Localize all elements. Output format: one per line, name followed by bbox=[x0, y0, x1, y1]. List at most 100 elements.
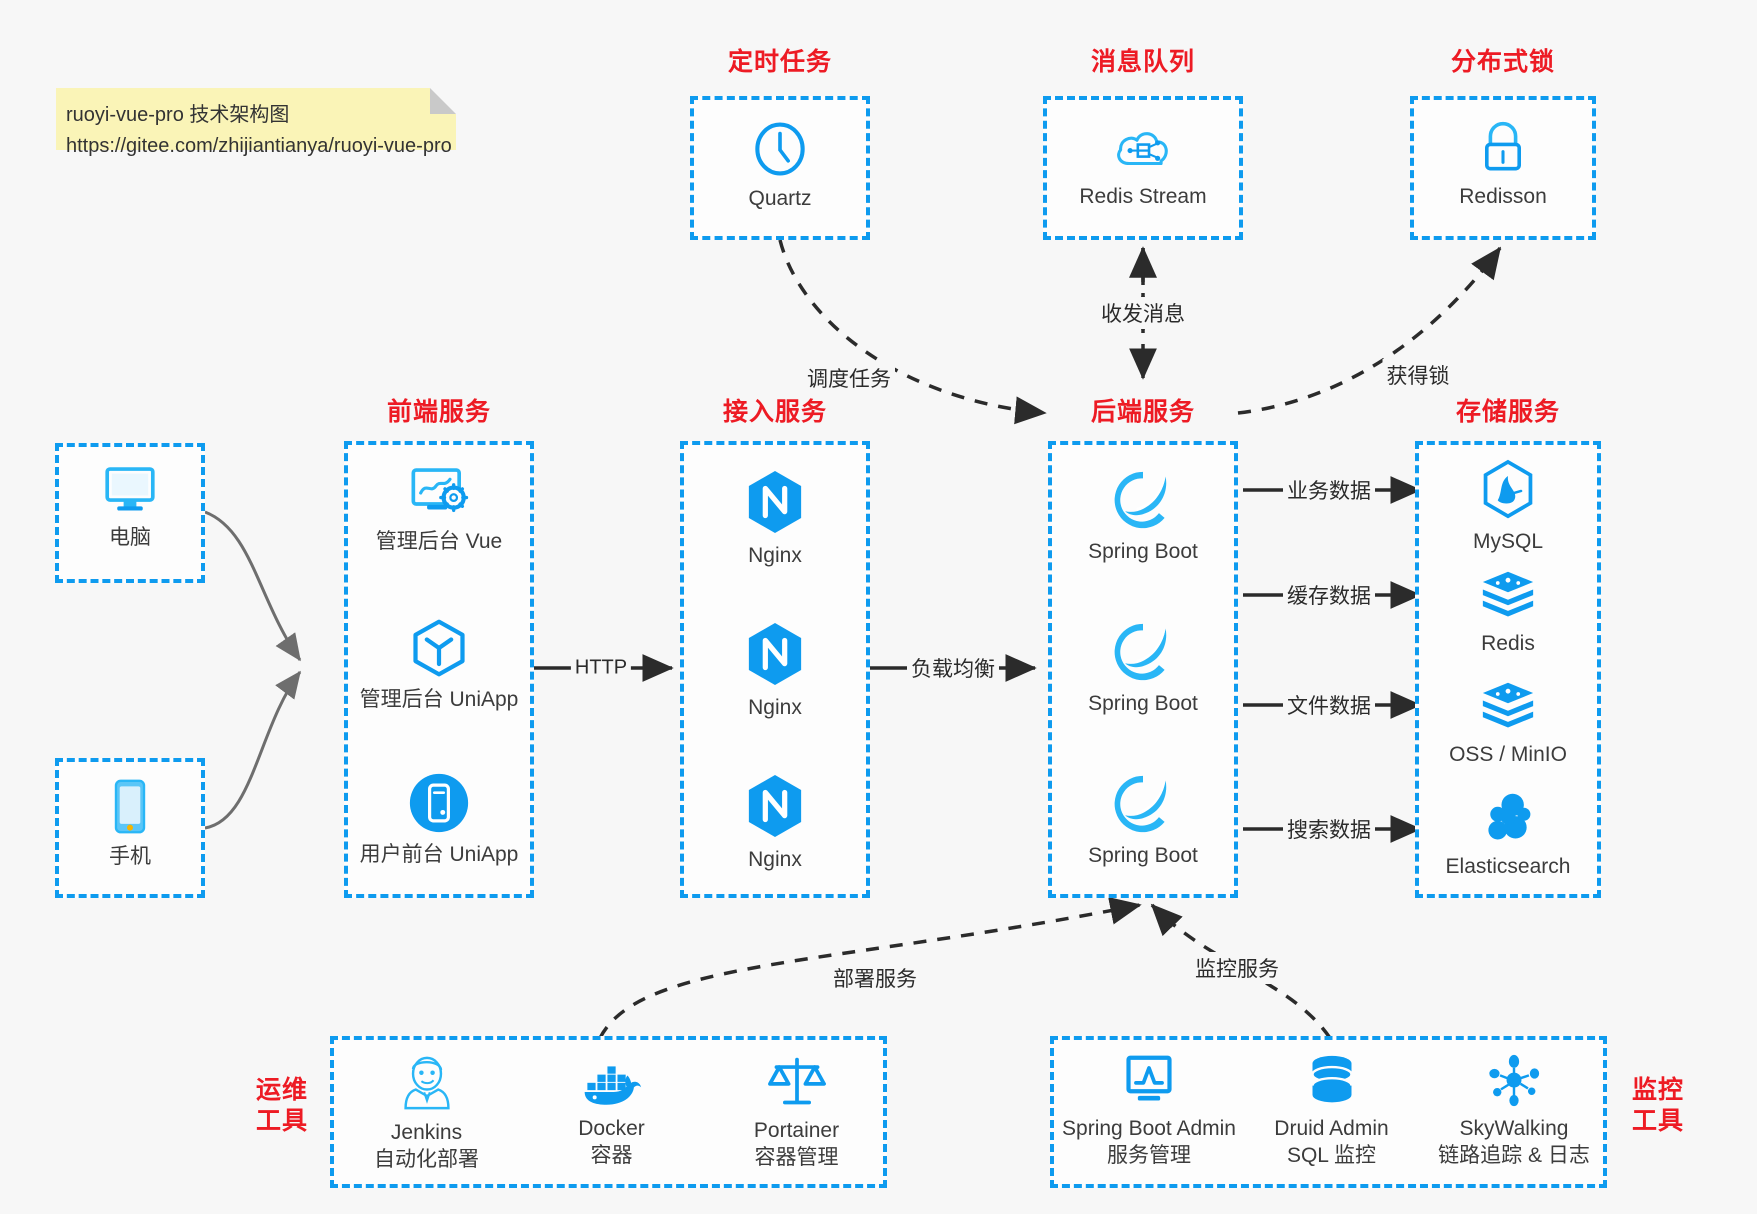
mobile-app-icon bbox=[348, 772, 530, 834]
group-title-monitoring: 监控 工具 bbox=[1628, 1075, 1688, 1136]
node-spring-boot-1[interactable]: Spring Boot bbox=[1052, 469, 1234, 565]
node-label: Spring Boot bbox=[1088, 844, 1198, 867]
elasticsearch-icon bbox=[1419, 790, 1597, 846]
edge-label-acquire-lock: 获得锁 bbox=[1382, 359, 1454, 391]
devops-title-line2: 工具 bbox=[255, 1106, 308, 1135]
node-jenkins[interactable]: Jenkins 自动化部署 bbox=[334, 1054, 519, 1174]
devops-title-line1: 运维 bbox=[255, 1076, 308, 1104]
node-label: Jenkins bbox=[390, 1121, 463, 1144]
node-nginx-1[interactable]: Nginx bbox=[684, 469, 866, 569]
uniapp-cube-icon bbox=[348, 617, 530, 679]
node-sublabel: 链路追踪 & 日志 bbox=[1438, 1144, 1590, 1168]
node-nginx-3[interactable]: Nginx bbox=[684, 773, 866, 873]
node-docker[interactable]: Docker 容器 bbox=[519, 1054, 704, 1170]
group-box-gateway: Nginx Nginx Nginx bbox=[680, 441, 870, 898]
node-spring-boot-3[interactable]: Spring Boot bbox=[1052, 773, 1234, 869]
edge-label-cache-data: 缓存数据 bbox=[1283, 579, 1375, 611]
group-title-gateway: 接入服务 bbox=[722, 398, 827, 426]
node-admin-uniapp[interactable]: 管理后台 UniApp bbox=[348, 617, 530, 713]
node-label: Redisson bbox=[1459, 185, 1547, 208]
node-label: Nginx bbox=[748, 544, 802, 567]
node-label: MySQL bbox=[1472, 530, 1543, 553]
nginx-icon bbox=[684, 469, 866, 535]
cloud-stream-icon bbox=[1047, 120, 1239, 176]
node-redis-stream[interactable]: Redis Stream bbox=[1047, 120, 1239, 210]
node-desktop[interactable]: 电脑 bbox=[59, 463, 201, 551]
edge-label-search-data: 搜索数据 bbox=[1283, 813, 1375, 845]
node-label: Portainer bbox=[753, 1119, 840, 1142]
group-box-frontend: 管理后台 Vue 管理后台 UniApp 用户前台 U bbox=[344, 441, 534, 898]
edge-label-file-data: 文件数据 bbox=[1283, 689, 1375, 721]
node-label: 电脑 bbox=[109, 526, 151, 549]
node-mysql[interactable]: MySQL bbox=[1419, 459, 1597, 555]
edge-mobile-frontend bbox=[204, 670, 302, 830]
note-url: https://gitee.com/zhijiantianya/ruoyi-vu… bbox=[66, 135, 452, 157]
node-admin-vue[interactable]: 管理后台 Vue bbox=[348, 465, 530, 555]
node-oss-minio[interactable]: OSS / MinIO bbox=[1419, 680, 1597, 768]
node-spring-boot-2[interactable]: Spring Boot bbox=[1052, 621, 1234, 717]
node-label: SkyWalking bbox=[1459, 1117, 1569, 1140]
nginx-icon bbox=[684, 773, 866, 839]
group-title-backend: 后端服务 bbox=[1090, 398, 1195, 426]
group-title-distributed-lock: 分布式锁 bbox=[1450, 48, 1555, 76]
node-label: 用户前台 UniApp bbox=[359, 843, 519, 866]
edge-label-deploy-service: 部署服务 bbox=[829, 962, 921, 994]
node-label: Spring Boot bbox=[1088, 540, 1198, 563]
group-title-devops: 运维 工具 bbox=[252, 1075, 312, 1136]
node-user-uniapp[interactable]: 用户前台 UniApp bbox=[348, 772, 530, 868]
note-title: ruoyi-vue-pro 技术架构图 bbox=[66, 104, 290, 126]
edge-desktop-frontend bbox=[204, 510, 302, 662]
node-redis[interactable]: Redis bbox=[1419, 569, 1597, 657]
monitoring-title-line2: 工具 bbox=[1631, 1106, 1684, 1135]
node-label: Spring Boot bbox=[1088, 692, 1198, 715]
mysql-icon bbox=[1419, 459, 1597, 521]
edge-label-monitor-service: 监控服务 bbox=[1191, 952, 1283, 984]
node-label: Quartz bbox=[748, 187, 812, 210]
spring-boot-icon bbox=[1052, 773, 1234, 835]
group-box-monitoring: Spring Boot Admin 服务管理 Druid Admin SQL 监… bbox=[1050, 1036, 1607, 1188]
node-mobile[interactable]: 手机 bbox=[59, 778, 201, 870]
mobile-phone-icon bbox=[59, 778, 201, 836]
node-label: Nginx bbox=[748, 848, 802, 871]
oss-minio-icon bbox=[1419, 680, 1597, 734]
node-portainer[interactable]: Portainer 容器管理 bbox=[704, 1054, 889, 1172]
node-label: Docker bbox=[578, 1117, 645, 1140]
group-box-mobile: 手机 bbox=[55, 758, 205, 898]
clock-icon bbox=[694, 120, 866, 178]
skywalking-icon bbox=[1419, 1054, 1609, 1108]
node-label: Druid Admin bbox=[1274, 1117, 1389, 1140]
group-title-scheduled-task: 定时任务 bbox=[727, 48, 832, 76]
node-nginx-2[interactable]: Nginx bbox=[684, 621, 866, 721]
node-skywalking[interactable]: SkyWalking 链路追踪 & 日志 bbox=[1419, 1054, 1609, 1170]
monitoring-title-line1: 监控 bbox=[1631, 1076, 1684, 1104]
node-sublabel: 服务管理 bbox=[1107, 1144, 1191, 1168]
group-box-message-queue: Redis Stream bbox=[1043, 96, 1243, 240]
group-title-message-queue: 消息队列 bbox=[1090, 48, 1195, 76]
note-fold-corner bbox=[430, 88, 456, 114]
edge-label-message-io: 收发消息 bbox=[1097, 297, 1189, 329]
group-title-storage: 存储服务 bbox=[1455, 398, 1560, 426]
edge-backend-lock bbox=[1237, 246, 1502, 415]
node-label: Redis bbox=[1481, 632, 1535, 655]
lock-icon bbox=[1414, 120, 1592, 176]
jenkins-icon bbox=[334, 1054, 519, 1112]
node-sublabel: 自动化部署 bbox=[374, 1148, 479, 1172]
spring-boot-icon bbox=[1052, 469, 1234, 531]
node-spring-boot-admin[interactable]: Spring Boot Admin 服务管理 bbox=[1054, 1054, 1244, 1170]
node-sublabel: SQL 监控 bbox=[1286, 1144, 1377, 1168]
node-druid-admin[interactable]: Druid Admin SQL 监控 bbox=[1244, 1054, 1419, 1170]
node-quartz[interactable]: Quartz bbox=[694, 120, 866, 212]
nginx-icon bbox=[684, 621, 866, 687]
node-sublabel: 容器 bbox=[590, 1144, 633, 1168]
edge-label-load-balance: 负载均衡 bbox=[907, 652, 999, 684]
node-label: 管理后台 UniApp bbox=[359, 688, 519, 711]
monitor-chart-icon bbox=[1054, 1054, 1244, 1108]
node-label: 管理后台 Vue bbox=[375, 530, 503, 553]
docker-icon bbox=[519, 1054, 704, 1108]
group-box-devops: Jenkins 自动化部署 Docker 容器 bbox=[330, 1036, 887, 1188]
node-redisson[interactable]: Redisson bbox=[1414, 120, 1592, 210]
redis-icon bbox=[1419, 569, 1597, 623]
node-label: 手机 bbox=[109, 845, 151, 868]
edge-label-business-data: 业务数据 bbox=[1283, 474, 1375, 506]
node-elasticsearch[interactable]: Elasticsearch bbox=[1419, 790, 1597, 880]
